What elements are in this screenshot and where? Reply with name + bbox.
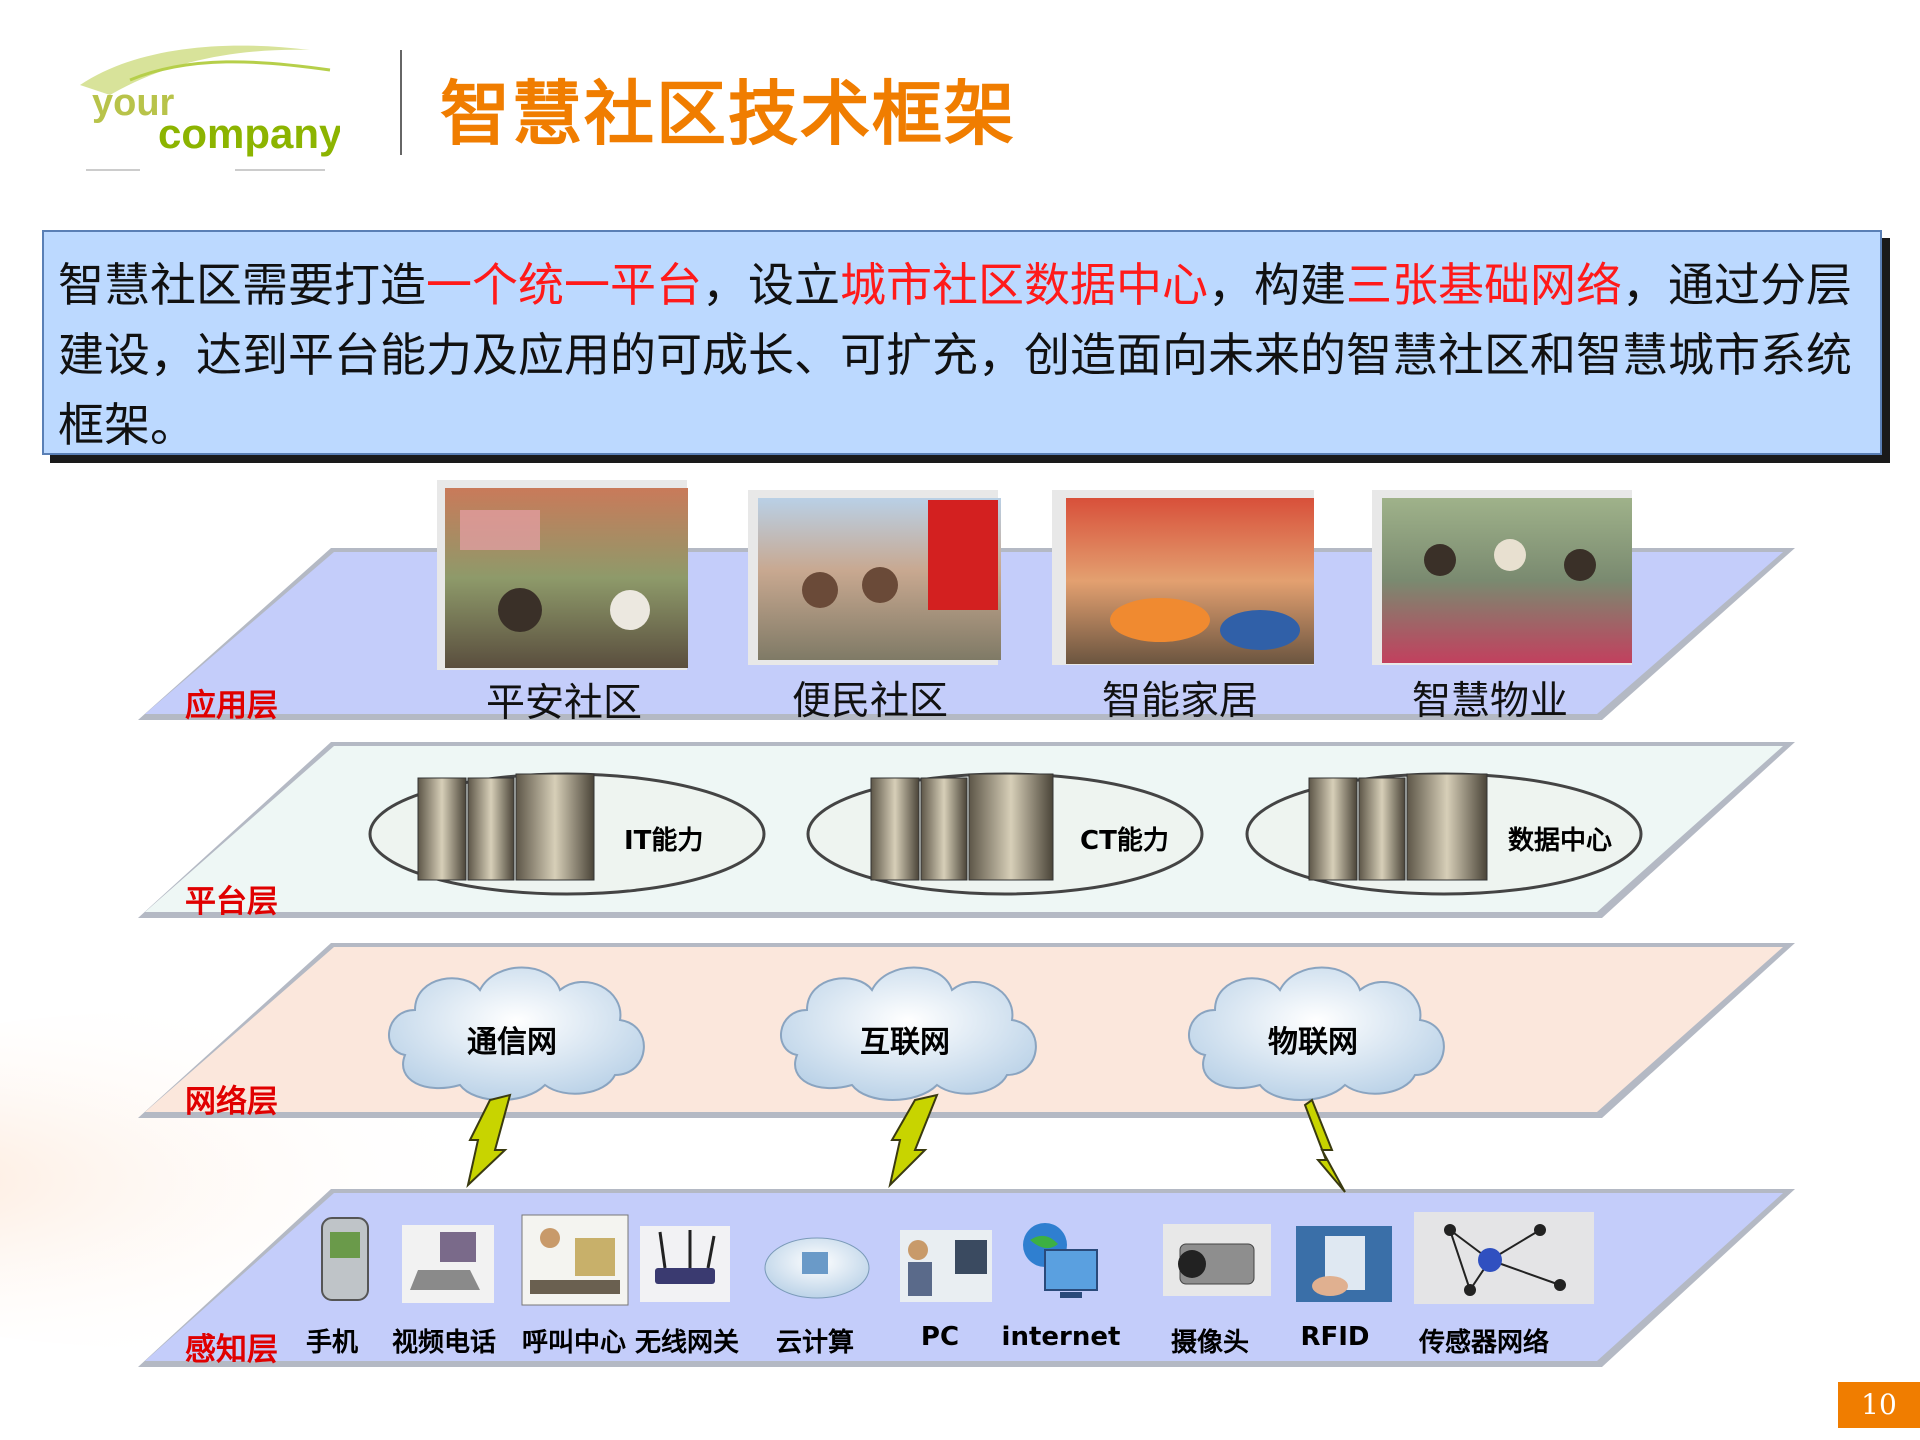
layer-label-application: 应用层 (185, 688, 278, 724)
photo-smart-home (1052, 490, 1314, 665)
sensor-network-icon (1414, 1212, 1594, 1304)
device-label-camera: 摄像头 (1170, 1328, 1250, 1358)
lightning-bolt-icon (466, 1093, 512, 1188)
intro-highlight-unified-platform: 一个统一平台 (426, 258, 702, 312)
layer-label-platform: 平台层 (185, 884, 278, 920)
device-label-video-phone: 视频电话 (391, 1328, 497, 1358)
video-phone-icon (402, 1225, 494, 1303)
lightning-bolt-icon (888, 1093, 939, 1189)
device-label-rfid: RFID (1300, 1322, 1370, 1352)
intro-text-box: 智慧社区需要打造一个统一平台，设立城市社区数据中心，构建三张基础网络，通过分层建… (42, 230, 1882, 455)
app-smart-property: 智慧物业 (1411, 679, 1569, 724)
app-safe-community: 平安社区 (485, 681, 643, 726)
lightning-bolt-icon (1303, 1098, 1346, 1193)
device-label-internet: internet (1001, 1322, 1121, 1352)
photo-smart-property (1372, 490, 1632, 665)
layer-label-perception: 感知层 (185, 1332, 278, 1368)
company-logo: your company (80, 45, 340, 171)
cloud-internet (780, 966, 1037, 1101)
pc-icon (900, 1230, 992, 1302)
device-label-wireless-gateway: 无线网关 (634, 1328, 740, 1358)
mobile-phone-icon (321, 1217, 369, 1301)
logo-swoosh (80, 45, 310, 95)
page-number: 10 (1838, 1382, 1920, 1428)
intro-text-2: ，设立 (702, 258, 840, 312)
logo-word-company: company (158, 110, 340, 157)
network-iot: 物联网 (1268, 1025, 1358, 1060)
intro-text-1: 智慧社区需要打造 (58, 258, 426, 312)
data-center-group (1245, 772, 1643, 896)
logo-word-your: your (92, 82, 175, 124)
app-smart-home: 智能家居 (1101, 679, 1259, 724)
device-label-mobile-phone: 手机 (305, 1328, 359, 1358)
rfid-icon (1296, 1226, 1392, 1302)
network-internet: 互联网 (860, 1025, 950, 1060)
intro-highlight-data-center: 城市社区数据中心 (840, 258, 1208, 312)
device-label-pc: PC (920, 1322, 960, 1352)
cloud-computing-icon (764, 1237, 870, 1299)
device-label-sensor-network: 传感器网络 (1418, 1328, 1550, 1358)
photo-convenient-community (748, 490, 1001, 665)
slide-title: 智慧社区技术框架 (440, 73, 1016, 155)
platform-data-center: 数据中心 (1508, 826, 1613, 856)
it-capability-group (368, 772, 766, 896)
internet-globe-icon (1023, 1223, 1098, 1298)
platform-it-capability: IT能力 (624, 826, 704, 856)
call-center-icon (521, 1214, 629, 1306)
intro-highlight-three-networks: 三张基础网络 (1346, 258, 1622, 312)
ct-capability-group (806, 772, 1204, 896)
device-label-call-center: 呼叫中心 (521, 1328, 627, 1358)
app-convenient-community: 便民社区 (791, 679, 949, 724)
photo-safe-community (437, 480, 688, 670)
wireless-gateway-icon (640, 1226, 730, 1302)
intro-text-3: ，构建 (1208, 258, 1346, 312)
intro-text-4: ，通过分层建设，达到平台能力及应用的可成长、可扩充，创造面向未来的智慧社区和智慧… (58, 258, 1852, 452)
network-telecom: 通信网 (467, 1025, 557, 1060)
camera-icon (1163, 1224, 1271, 1296)
platform-ct-capability: CT能力 (1080, 826, 1169, 856)
cloud-iot (1188, 966, 1445, 1101)
layer-label-network: 网络层 (185, 1084, 278, 1120)
title-divider (400, 50, 402, 155)
cloud-telecom-network (388, 966, 645, 1101)
device-label-cloud-computing: 云计算 (775, 1328, 855, 1358)
